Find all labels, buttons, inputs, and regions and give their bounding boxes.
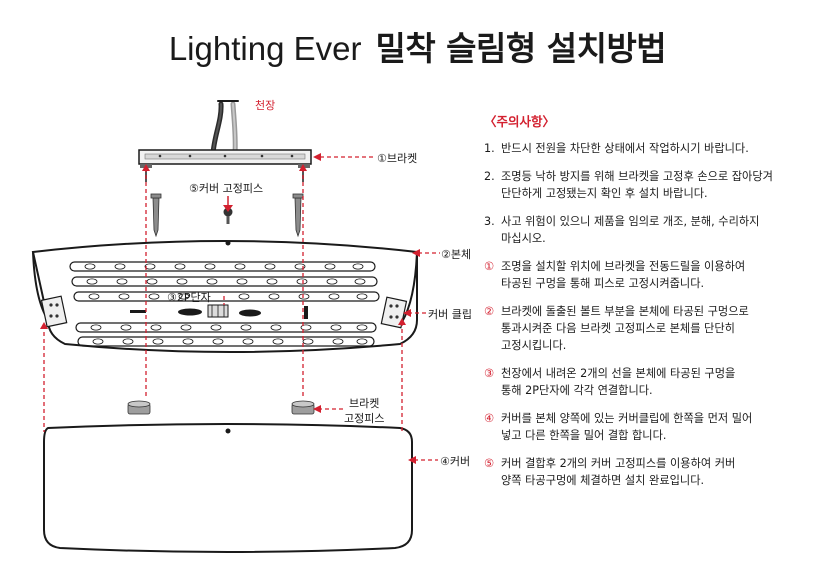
notes-header: 〈주의사항〉 [484,114,556,129]
note-item: ① 조명을 설치할 위치에 브라켓을 전동드릴을 이용하여 타공된 구멍을 통해 … [484,258,824,292]
page-title: Lighting Ever 밀착 슬림형 설치방법 [0,22,835,70]
note-item: ④ 커버를 본체 양쪽에 있는 커버클립에 한쪽을 먼저 밀어 넣고 다른 한쪽을… [484,410,824,444]
note-text: 사고 위험이 있으니 제품을 임의로 개조, 분해, 수리하지 마십시오. [501,215,760,245]
note-marker: 3. [484,215,495,228]
anchor-screws [150,193,304,238]
note-marker: ④ [484,412,495,425]
led-strips [69,261,380,347]
cover-clips [40,295,408,329]
note-marker: ② [484,305,495,318]
terminal-label: ③2P단자 [167,291,211,304]
note-item: 1. 반드시 전원을 차단한 상태에서 작업하시기 바랍니다. [484,140,824,157]
center-fittings [130,304,308,319]
note-item: ⑤ 커버 결합후 2개의 커버 고정피스를 이용하여 커버 양쪽 타공구멍에 체결… [484,455,824,489]
note-text: 반드시 전원을 차단한 상태에서 작업하시기 바랍니다. [501,142,749,155]
note-marker: 1. [484,142,495,155]
note-item: 3. 사고 위험이 있으니 제품을 임의로 개조, 분해, 수리하지 마십시오. [484,213,824,247]
guide-arrowheads [40,153,420,464]
note-text: 천장에서 내려온 2개의 선을 본체에 타공된 구멍을 통해 2P단자에 각각 … [501,367,736,397]
note-text: 커버를 본체 양쪽에 있는 커버클립에 한쪽을 먼저 밀어 넣고 다른 한쪽을 … [501,412,753,442]
led-chips [84,263,368,345]
guide-lines [43,156,440,461]
title-main: 밀착 슬림형 설치방법 [375,29,667,68]
brand-name: Lighting Ever [168,30,362,67]
note-item: ③ 천장에서 내려온 2개의 선을 본체에 타공된 구멍을 통해 2P단자에 각각… [484,365,824,399]
cover-clip-label: 커버 클립 [428,308,472,321]
note-marker: ① [484,260,495,273]
main-body [31,240,418,353]
cover-label: ④커버 [440,455,471,468]
note-item: ② 브라켓에 돌출된 볼트 부분을 본체에 타공된 구멍으로 통과시켜준 다음 브… [484,303,824,354]
note-marker: ③ [484,367,495,380]
bracket-nuts [127,400,315,415]
note-text: 브라켓에 돌출된 볼트 부분을 본체에 타공된 구멍으로 통과시켜준 다음 브라… [501,305,749,352]
note-text: 커버 결합후 2개의 커버 고정피스를 이용하여 커버 양쪽 타공구멍에 체결하… [501,457,736,487]
note-marker: 2. [484,170,495,183]
cover-screw-label: ⑤커버 고정피스 [189,182,264,195]
note-text: 조명을 설치할 위치에 브라켓을 전동드릴을 이용하여 타공된 구멍을 통해 피… [501,260,746,290]
bracket-label: ①브라켓 [377,152,418,165]
cover [43,423,413,553]
note-item: 2. 조명등 낙하 방지를 위해 브라켓을 고정후 손으로 잡아당겨 단단하게 고… [484,168,824,202]
bracket-screw-label-line1: 브라켓 [349,397,380,410]
bracket-screw-label-line2: 고정피스 [344,412,385,425]
installation-notes: 〈주의사항〉 1. 반드시 전원을 차단한 상태에서 작업하시기 바랍니다. 2. 조… [484,113,824,500]
note-marker: ⑤ [484,457,495,470]
ceiling-wires [210,100,239,157]
note-text: 조명등 낙하 방지를 위해 브라켓을 고정후 손으로 잡아당겨 단단하게 고정됐… [501,170,773,200]
notes-list: 1. 반드시 전원을 차단한 상태에서 작업하시기 바랍니다. 2. 조명등 낙하 방… [484,140,824,489]
ceiling-label: 천장 [255,99,276,112]
bracket [138,149,312,182]
body-label: ②본체 [441,248,472,261]
